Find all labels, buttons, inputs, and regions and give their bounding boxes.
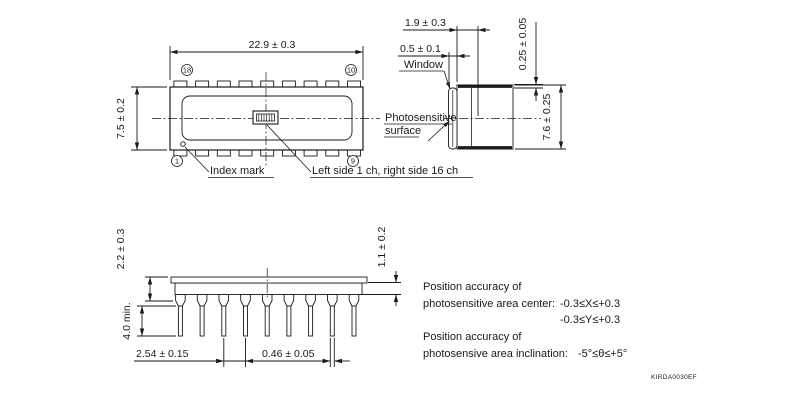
dim-lead-width (260, 338, 350, 367)
front-lid (170, 276, 368, 284)
dim-window-thickness (398, 52, 470, 86)
dim-lead-width-label: 0.46 ± 0.05 (262, 348, 315, 360)
index-mark-label: Index mark (210, 165, 265, 177)
dim-side-height (515, 84, 566, 150)
index-mark-dot (180, 141, 186, 147)
note-inclination-range: -5°≤θ≤+5° (578, 348, 627, 360)
element-array-marking (252, 110, 279, 125)
note-center-title: Position accuracy of (423, 281, 522, 293)
dim-lead-pitch (134, 338, 262, 367)
note-center-y-range: -0.3≤Y≤+0.3 (560, 314, 620, 326)
pin-10-badge: 10 (345, 64, 357, 76)
pin-1-number: 1 (175, 157, 179, 166)
dim-lead-length (137, 305, 176, 337)
drawing-code: KIRDA0030EF (651, 374, 697, 381)
dim-lid-thickness-label: 0.25 ± 0.05 (517, 18, 529, 71)
pin-9-badge: 9 (347, 155, 359, 167)
window-label: Window (404, 59, 443, 71)
window-outline (181, 95, 353, 141)
index-mark-leader (184, 146, 210, 173)
dim-body-thickness (145, 276, 173, 302)
dim-lid-thickness (514, 22, 543, 101)
photosensitive-label-line1: Photosensitive (385, 112, 457, 124)
position-accuracy-notes: Position accuracy of photosensitive area… (423, 281, 627, 360)
dim-height (131, 86, 167, 151)
dim-width (169, 46, 364, 80)
dim-standoff (360, 271, 401, 306)
pin-10-number: 10 (347, 66, 355, 75)
lead-row (175, 294, 360, 337)
dim-side-height-label: 7.6 ± 0.25 (541, 94, 553, 141)
side-body-outline (456, 84, 514, 150)
front-view: 2.2 ± 0.3 4.0 min. 1.1 ± 0.2 2.54 ± 0.15 (115, 226, 401, 367)
dim-width-label: 22.9 ± 0.3 (249, 39, 296, 51)
front-body (174, 282, 363, 295)
dim-lead-pitch-label: 2.54 ± 0.15 (136, 348, 189, 360)
channel-note-leader (266, 124, 312, 173)
dim-standoff-label: 1.1 ± 0.2 (376, 226, 388, 267)
pin-18-number: 18 (183, 66, 191, 75)
note-inclination-title: Position accuracy of (423, 331, 522, 343)
side-view: 1.9 ± 0.3 0.5 ± 0.1 0.25 ± 0.05 7.6 ± 0.… (384, 17, 566, 150)
dim-surface-depth-label: 1.9 ± 0.3 (405, 17, 446, 29)
top-view: 18 10 1 9 22.9 ± 0.3 7.5 ± 0.2 I (115, 39, 473, 178)
pin-1-badge: 1 (171, 155, 183, 167)
photosensitive-leader (427, 120, 450, 142)
window-leader (443, 70, 451, 90)
dim-lead-length-label: 4.0 min. (121, 302, 133, 339)
dim-window-thickness-label: 0.5 ± 0.1 (400, 43, 441, 55)
note-center-label: photosensitive area center: (423, 298, 555, 310)
dim-height-label: 7.5 ± 0.2 (115, 98, 127, 139)
pin-18-badge: 18 (181, 64, 193, 76)
channel-note-label: Left side 1 ch, right side 16 ch (312, 165, 458, 177)
pin-9-number: 9 (351, 157, 355, 166)
note-center-x-range: -0.3≤X≤+0.3 (560, 298, 620, 310)
dim-body-thickness-label: 2.2 ± 0.3 (115, 228, 127, 269)
note-inclination-label: photosensive area inclination: (423, 348, 568, 360)
photosensitive-label-line2: surface (385, 125, 421, 137)
